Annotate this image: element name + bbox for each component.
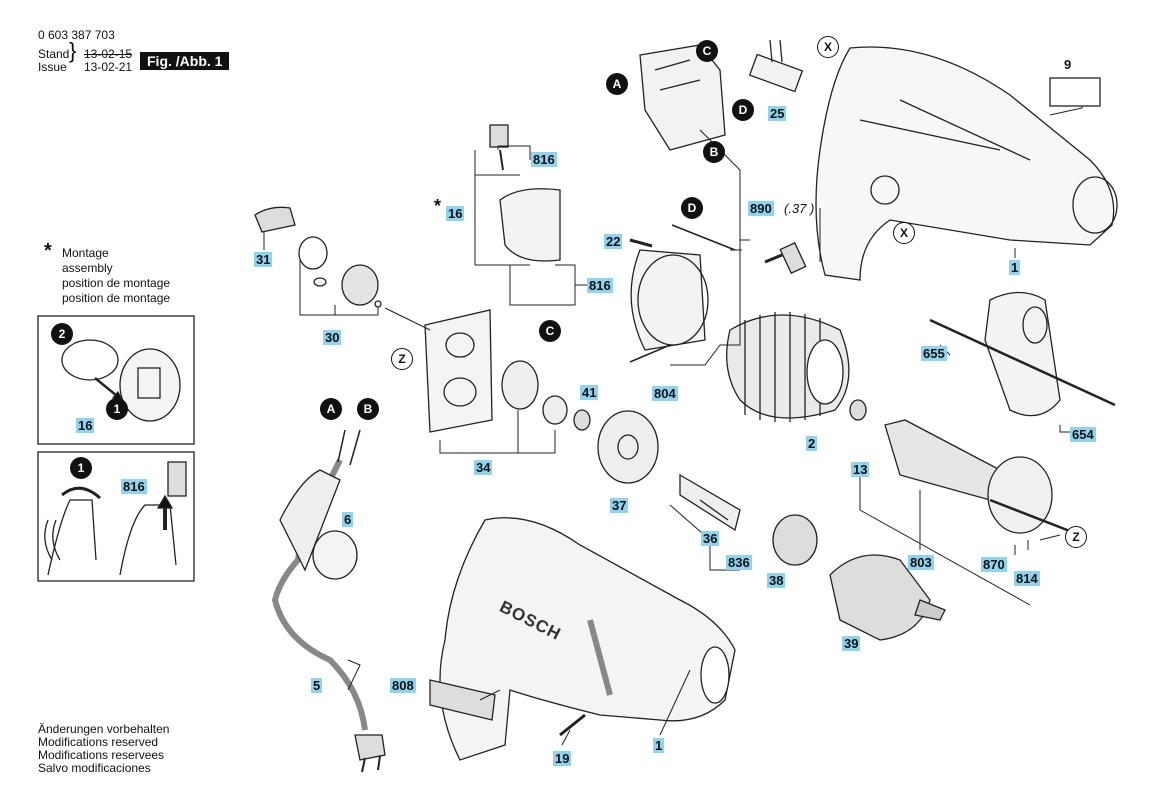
- gearing: [573, 409, 818, 566]
- part-label-31[interactable]: 31: [254, 252, 273, 267]
- part-label-816[interactable]: 816: [587, 278, 613, 293]
- part-label-25[interactable]: 25: [768, 106, 787, 121]
- part-label-16[interactable]: 16: [446, 206, 465, 221]
- part-label-41[interactable]: 41: [580, 385, 599, 400]
- power-cord: [271, 429, 386, 773]
- label-9-plate: [1049, 77, 1101, 107]
- issue-label: Issue: [38, 60, 67, 74]
- callout-b: B: [357, 398, 379, 420]
- part-label-870[interactable]: 870: [981, 557, 1007, 572]
- step-callout-1: 1: [106, 398, 128, 420]
- callout-b: B: [703, 141, 725, 163]
- screws: [629, 224, 807, 363]
- part-label-1[interactable]: 1: [653, 738, 665, 753]
- part-label-34[interactable]: 34: [474, 460, 493, 475]
- part-label-803[interactable]: 803: [908, 555, 934, 570]
- part-label-16[interactable]: 16: [76, 418, 95, 433]
- part-label-890[interactable]: 890: [748, 201, 774, 216]
- assembly-note: Montage assembly position de montage pos…: [62, 246, 170, 306]
- part-label-804[interactable]: 804: [652, 386, 678, 401]
- footer-notes: Änderungen vorbehalten Modifications res…: [38, 723, 169, 775]
- callout-x: X: [893, 222, 915, 244]
- note-line: position de montage: [62, 276, 171, 290]
- part-label-2[interactable]: 2: [806, 436, 818, 451]
- part-label-9[interactable]: 9: [1064, 57, 1072, 72]
- callout-c: C: [696, 40, 718, 62]
- footer-line: Änderungen vorbehalten: [38, 722, 170, 736]
- part-label-19[interactable]: 19: [553, 751, 572, 766]
- inset-box-1: [37, 315, 195, 445]
- part-label-836[interactable]: 836: [726, 555, 752, 570]
- part-label-39[interactable]: 39: [842, 636, 861, 651]
- footer-line: Salvo modificaciones: [38, 761, 151, 775]
- auxiliary-handle: [929, 291, 1116, 417]
- note-line: Montage: [62, 246, 109, 260]
- part-label-654[interactable]: 654: [1070, 427, 1096, 442]
- brush-holder-plate: [489, 124, 561, 262]
- brake-parts: [254, 206, 382, 308]
- inset-brush-removal: [44, 461, 187, 576]
- stand-label: Stand: [38, 47, 70, 61]
- drill-chuck: [829, 554, 946, 641]
- part-number: 0 603 387 703: [38, 28, 115, 42]
- callout-a: A: [606, 73, 628, 95]
- figure-label: Fig. /Abb. 1: [140, 52, 230, 70]
- field-housing: [630, 249, 709, 351]
- part-label-30[interactable]: 30: [323, 330, 342, 345]
- part-label-36[interactable]: 36: [701, 531, 720, 546]
- air-baffle: [424, 309, 568, 433]
- note-line: assembly: [62, 261, 113, 275]
- part-label-808[interactable]: 808: [390, 678, 416, 693]
- part-label-38[interactable]: 38: [767, 573, 786, 588]
- part-label-814[interactable]: 814: [1014, 571, 1040, 586]
- step-callout-1: 1: [70, 457, 92, 479]
- callout-z: Z: [1065, 526, 1087, 548]
- part-label-816[interactable]: 816: [531, 152, 557, 167]
- callout-d: D: [732, 99, 754, 121]
- inset-box-2: [37, 451, 195, 582]
- new-date: 13-02-21: [84, 60, 133, 74]
- armature: [849, 399, 1081, 537]
- part-label-22[interactable]: 22: [604, 234, 623, 249]
- part-label-1[interactable]: 1: [1009, 260, 1021, 275]
- part-label-37[interactable]: 37: [610, 498, 629, 513]
- note-line: position de montage: [62, 291, 171, 305]
- inset-brush-holder: [61, 339, 181, 422]
- part-label-6[interactable]: 6: [342, 512, 354, 527]
- stator: [726, 312, 850, 422]
- leader-lines: [263, 80, 1083, 746]
- callout-a: A: [320, 398, 342, 420]
- brace: }: [69, 38, 77, 63]
- housing-front: [429, 517, 736, 761]
- footer-line: Modifications reservees: [38, 748, 165, 762]
- switch-block: [639, 39, 804, 151]
- assembly-star: *: [44, 240, 52, 262]
- step-callout-2: 2: [51, 323, 73, 345]
- callout-x: X: [817, 36, 839, 58]
- part-label-890-reference: (.37 ): [784, 201, 815, 216]
- callout-z: Z: [391, 348, 413, 370]
- part-label-655[interactable]: 655: [921, 346, 947, 361]
- part-label-5[interactable]: 5: [311, 678, 323, 693]
- footer-line: Modifications reserved: [38, 735, 159, 749]
- old-date: 13-02-15: [84, 47, 133, 61]
- callout-c: C: [539, 320, 561, 342]
- part-label-816[interactable]: 816: [121, 479, 147, 494]
- part-label-13[interactable]: 13: [851, 462, 870, 477]
- assembly-star-16: *: [434, 196, 442, 216]
- callout-d: D: [681, 197, 703, 219]
- housing-half-right: [815, 46, 1118, 281]
